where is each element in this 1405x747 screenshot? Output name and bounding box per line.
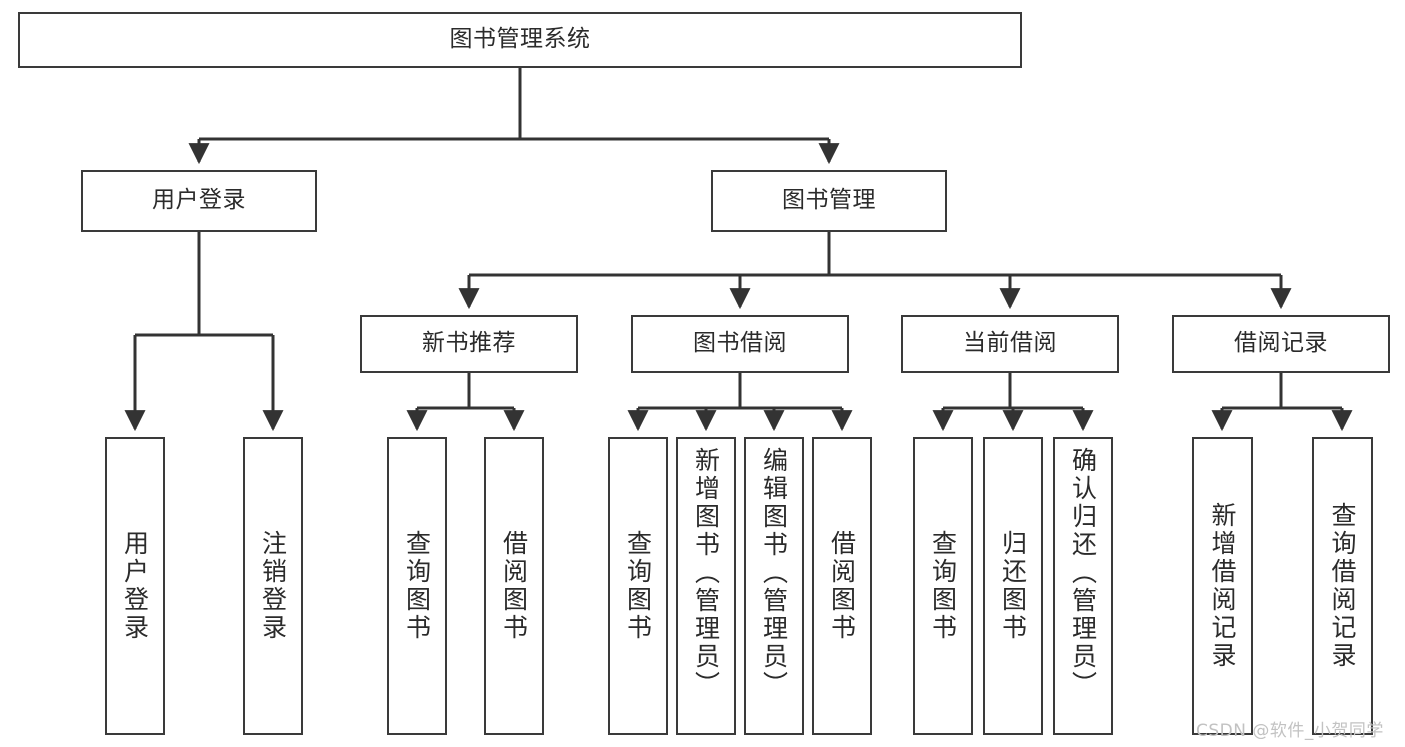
node-label: 确认归还（管理员）	[1068, 447, 1098, 699]
csdn-watermark: CSDN @软件_小贺同学	[1196, 721, 1384, 741]
node-label: 当前借阅	[963, 330, 1057, 357]
node-label: 新增图书（管理员）	[691, 447, 721, 699]
node-leaf-add-borrow-record[interactable]: 新增借阅记录	[1192, 437, 1253, 735]
node-user-login[interactable]: 用户登录	[81, 170, 317, 232]
node-current-borrow[interactable]: 当前借阅	[901, 315, 1119, 373]
node-label: 查询图书	[928, 530, 958, 642]
node-label: 用户登录	[120, 530, 150, 642]
node-label: 注销登录	[258, 530, 288, 642]
node-label: 用户登录	[152, 187, 246, 214]
node-label: 图书管理系统	[449, 26, 591, 53]
node-label: 归还图书	[998, 530, 1028, 642]
node-leaf-return-book[interactable]: 归还图书	[983, 437, 1043, 735]
node-label: 图书借阅	[693, 330, 787, 357]
node-leaf-query-book-2[interactable]: 查询图书	[608, 437, 668, 735]
node-root-system[interactable]: 图书管理系统	[18, 12, 1022, 68]
node-label: 借阅图书	[827, 530, 857, 642]
node-label: 借阅图书	[499, 530, 529, 642]
node-label: 图书管理	[782, 187, 876, 214]
node-leaf-query-book-3[interactable]: 查询图书	[913, 437, 973, 735]
node-new-book-recommend[interactable]: 新书推荐	[360, 315, 578, 373]
node-label: 编辑图书（管理员）	[759, 447, 789, 699]
node-leaf-logout[interactable]: 注销登录	[243, 437, 303, 735]
node-leaf-query-borrow-record[interactable]: 查询借阅记录	[1312, 437, 1373, 735]
node-label: 新增借阅记录	[1208, 502, 1237, 670]
node-label: 查询图书	[623, 530, 653, 642]
node-book-borrow[interactable]: 图书借阅	[631, 315, 849, 373]
node-leaf-borrow-book-1[interactable]: 借阅图书	[484, 437, 544, 735]
node-leaf-user-login[interactable]: 用户登录	[105, 437, 165, 735]
node-leaf-query-book-1[interactable]: 查询图书	[387, 437, 447, 735]
node-label: 借阅记录	[1234, 330, 1328, 357]
node-leaf-borrow-book-2[interactable]: 借阅图书	[812, 437, 872, 735]
node-book-management[interactable]: 图书管理	[711, 170, 947, 232]
node-leaf-confirm-return-admin[interactable]: 确认归还（管理员）	[1053, 437, 1113, 735]
node-label: 查询借阅记录	[1328, 502, 1357, 670]
node-leaf-edit-book-admin[interactable]: 编辑图书（管理员）	[744, 437, 804, 735]
node-label: 查询图书	[402, 530, 432, 642]
node-borrow-record[interactable]: 借阅记录	[1172, 315, 1390, 373]
node-leaf-add-book-admin[interactable]: 新增图书（管理员）	[676, 437, 736, 735]
node-label: 新书推荐	[422, 330, 516, 357]
